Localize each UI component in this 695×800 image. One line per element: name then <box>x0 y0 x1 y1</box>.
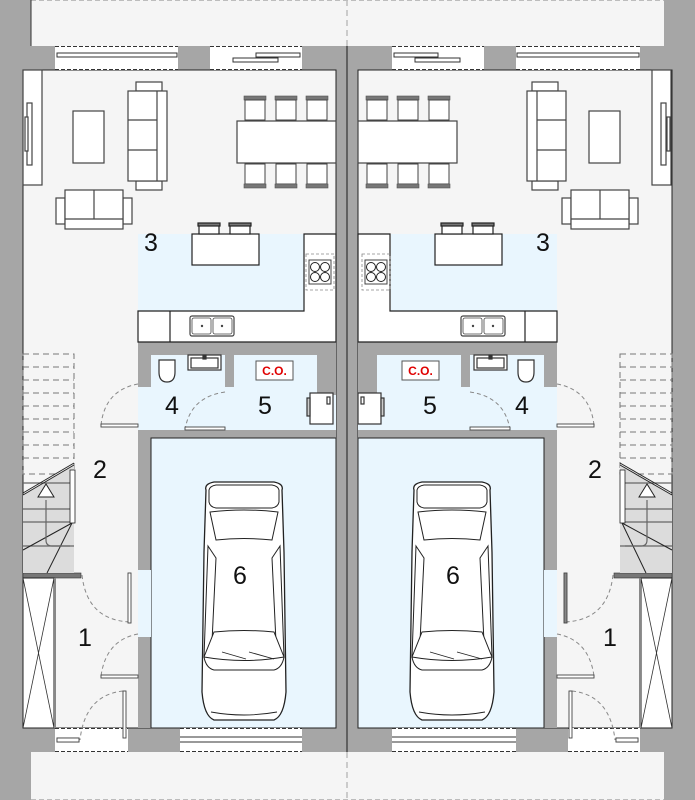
kitchen-left <box>137 222 337 343</box>
room-labels-right: 1 2 3 4 5 6 <box>423 229 617 652</box>
wc-left <box>158 354 334 425</box>
rear-driveway <box>31 752 665 800</box>
wardrobe-right <box>639 577 673 729</box>
door-leaves-right <box>469 423 639 743</box>
sink-icon <box>189 315 235 337</box>
kitchen-right <box>357 222 558 343</box>
svg-text:C.O.: C.O. <box>408 364 433 378</box>
dining-table <box>236 120 337 164</box>
kitchen-counter <box>357 233 558 343</box>
room-number-5: 5 <box>258 392 272 420</box>
room-number-6: 6 <box>233 562 247 590</box>
kitchen-island <box>191 233 260 266</box>
staircase-left <box>22 353 76 574</box>
kitchen-island <box>434 233 503 266</box>
tv-icon <box>660 102 667 166</box>
room-number-4: 4 <box>515 392 529 420</box>
staircase-right <box>619 353 673 574</box>
room-number-5: 5 <box>423 392 437 420</box>
room-number-2: 2 <box>93 456 107 484</box>
car-icon <box>409 481 495 721</box>
room-number-1: 1 <box>78 624 92 652</box>
boiler-label-right: C.O. <box>401 360 440 381</box>
sofa-3-seat <box>526 90 567 182</box>
wc-right <box>357 354 535 425</box>
front-terrace <box>31 0 665 46</box>
inner-walls-left <box>22 342 336 728</box>
room-number-1: 1 <box>603 624 617 652</box>
living-room-left <box>22 69 337 230</box>
car-icon <box>201 481 287 721</box>
kitchen-counter <box>137 233 337 343</box>
inner-walls-right <box>358 342 673 728</box>
room-number-6: 6 <box>446 562 460 590</box>
doors-right <box>469 383 616 741</box>
toilet-icon <box>158 359 176 383</box>
toilet-icon <box>517 359 535 383</box>
room-number-3: 3 <box>536 229 550 257</box>
stair-up-arrow-icon <box>638 483 656 498</box>
wardrobe-left <box>22 577 56 729</box>
living-room-right <box>357 69 672 230</box>
coffee-table <box>588 110 621 164</box>
sink-icon <box>460 315 506 337</box>
stair-up-arrow-icon <box>37 483 55 498</box>
room-number-2: 2 <box>588 456 602 484</box>
door-leaves-left <box>56 423 226 743</box>
wc-floor-left-b <box>138 387 237 430</box>
windows <box>55 46 640 752</box>
svg-text:C.O.: C.O. <box>262 364 287 378</box>
room-number-4: 4 <box>165 392 179 420</box>
boiler-label-left: C.O. <box>255 360 294 381</box>
room-labels-left: 1 2 3 4 5 6 <box>78 229 272 652</box>
coffee-table <box>72 110 105 164</box>
room-number-3: 3 <box>144 229 158 257</box>
sofa-3-seat <box>127 90 168 182</box>
doors-left <box>79 383 226 741</box>
dining-table <box>357 120 458 164</box>
